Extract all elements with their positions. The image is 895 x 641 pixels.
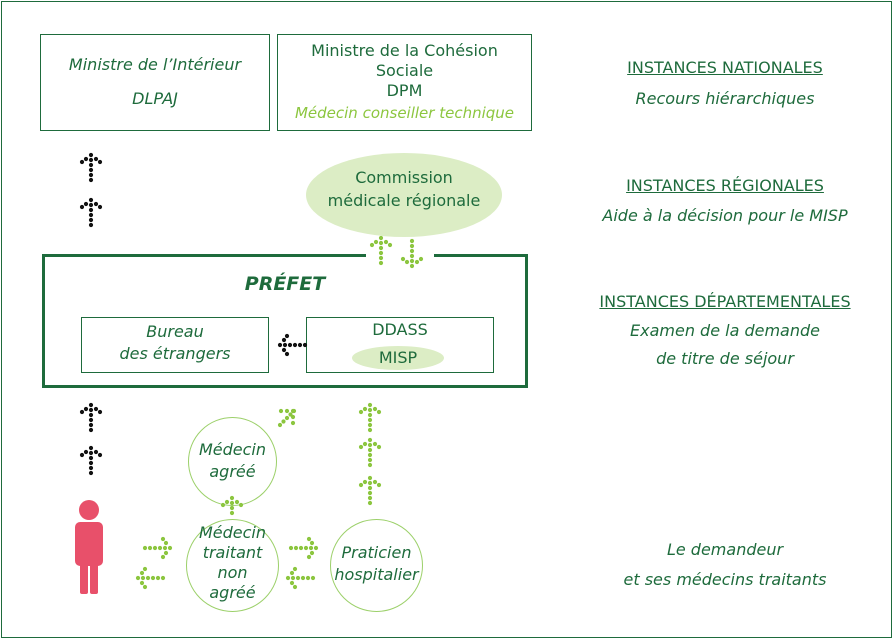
commission-line1: Commission [355,168,453,187]
level-national-title: INSTANCES NATIONALES [627,58,823,77]
praticien-line2: hospitalier [334,565,419,584]
bureau-line2: des étrangers [119,344,231,363]
traitant-line4: agréé [209,583,256,602]
level-applicant-line2: et ses médecins traitants [623,570,827,589]
box-bureau-etrangers [81,317,269,373]
level-national-sub: Recours hiérarchiques [635,89,815,108]
level-departmental-title: INSTANCES DÉPARTEMENTALES [599,292,851,311]
level-regional-title: INSTANCES RÉGIONALES [626,176,824,195]
box-ministre-cohesion [277,34,532,131]
interieur-line1: Ministre de l’Intérieur [68,55,242,74]
level-departmental-sub2: de titre de séjour [656,349,794,368]
commission-line2: médicale régionale [327,191,481,210]
prefet-title: PRÉFET [244,273,326,295]
cohesion-line4: Médecin conseiller technique [294,104,515,122]
ddass-label: DDASS [372,320,428,339]
circle-medecin-traitant [186,519,279,612]
praticien-line1: Praticien [341,543,412,562]
traitant-line2: traitant [202,543,263,562]
circle-praticien-hospitalier [330,519,423,612]
agree-line1: Médecin [198,440,267,459]
level-regional-sub: Aide à la décision pour le MISP [602,206,848,225]
level-applicant-line1: Le demandeur [666,540,784,559]
level-departmental-sub1: Examen de la demande [630,321,820,340]
traitant-line1: Médecin [198,523,267,542]
cohesion-line1: Ministre de la Cohésion [311,41,498,60]
interieur-line2: DLPAJ [132,89,178,108]
misp-label: MISP [378,348,418,367]
cohesion-line3: DPM [386,81,423,100]
prefet-border-gap [366,250,434,260]
misp-ellipse [352,346,444,370]
commission-ellipse [306,153,502,237]
circle-medecin-agree [188,417,277,506]
cohesion-line2: Sociale [375,61,434,80]
box-prefet [42,254,528,388]
bureau-line1: Bureau [146,322,204,341]
traitant-line3: non [217,563,248,582]
agree-line2: agréé [209,462,256,481]
box-ministre-interieur [40,34,270,131]
